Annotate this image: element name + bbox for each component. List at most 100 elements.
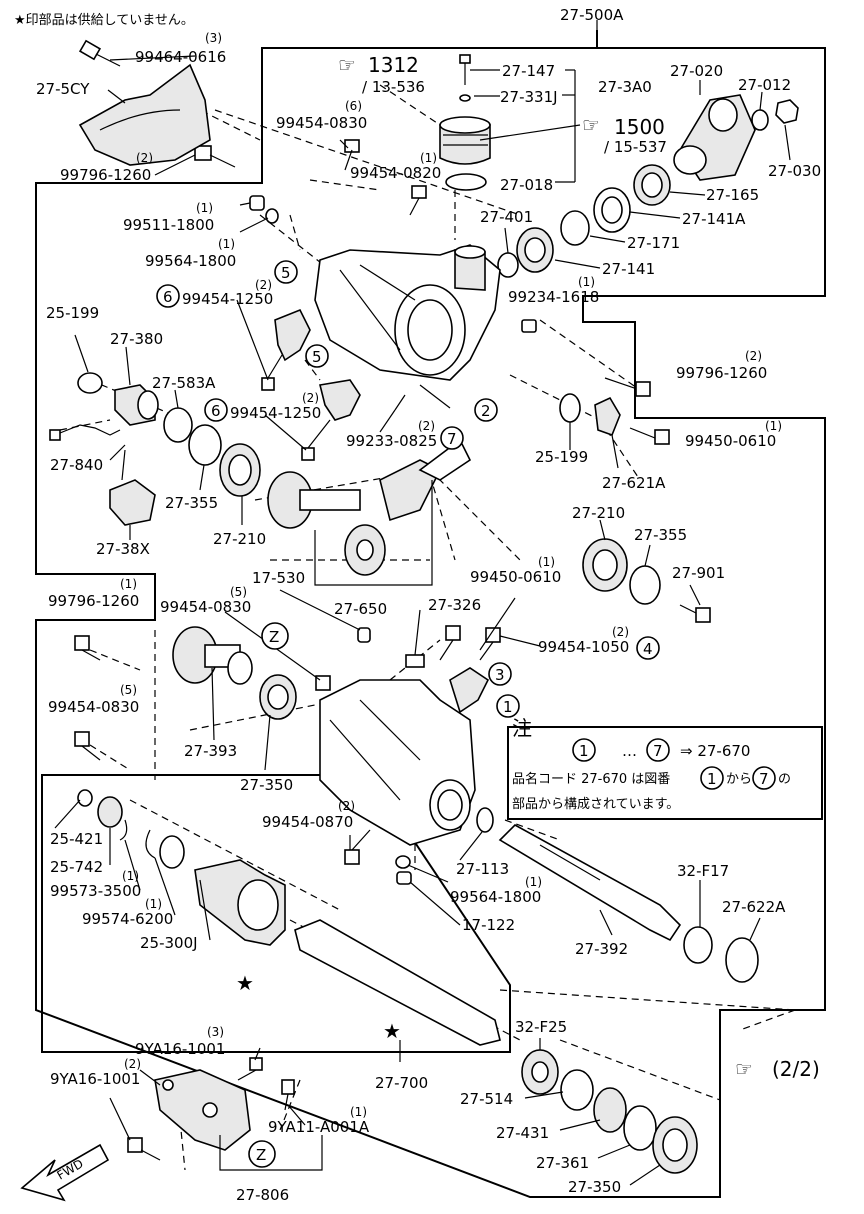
assembly-frame-27-500A <box>35 30 826 1198</box>
label-line2-mid: から <box>726 772 752 787</box>
label-p99796-b: 99796-1260 <box>676 364 767 382</box>
label-c1: 1 <box>503 698 513 716</box>
label-q99454-1250-a: (2) <box>255 278 272 292</box>
label-p99574: 99574-6200 <box>82 910 173 928</box>
circled-callouts: 5 5 6 6 7 2 3 4 1 Z Z 1 7 1 7 <box>156 260 776 1168</box>
star-marker-shaft: ★ <box>383 1019 401 1043</box>
label-p99233: 99233-0825 <box>346 432 437 450</box>
label-p9ya16-a: 9YA16-1001 <box>135 1040 225 1058</box>
label-q99454-1050: (2) <box>612 625 629 639</box>
fwd-arrow <box>20 1143 110 1202</box>
assembly-frame-27-700 <box>41 774 511 1053</box>
label-p25-742: 25-742 <box>50 858 103 876</box>
label-line2-to: 7 <box>759 770 769 788</box>
label-q99574: (1) <box>145 897 162 911</box>
label-line2: 品名コード 27-670 は図番 <box>512 771 670 787</box>
labels: ★印部品は供給していません。 27-500A 27-147 27-331J 27… <box>14 6 821 1204</box>
ref-1312: 1312 <box>368 53 419 77</box>
label-p27-147: 27-147 <box>502 62 555 80</box>
label-q99573: (1) <box>122 869 139 883</box>
label-p27-141a: 27-141A <box>682 210 746 228</box>
gasket-99564-1800-lower <box>395 855 411 869</box>
label-q99464: (3) <box>205 31 222 45</box>
label-p27-326: 27-326 <box>428 596 481 614</box>
plug-99511-1800 <box>249 195 265 211</box>
ring-27-361 <box>623 1105 657 1151</box>
switch-27-38X <box>109 449 156 526</box>
bolt-99454-1250-b <box>301 419 331 461</box>
transmission-case <box>314 244 501 381</box>
label-p27-113: 27-113 <box>456 860 509 878</box>
bracket-5-lower <box>319 379 361 421</box>
label-line1-sep: … <box>622 742 637 760</box>
label-p17-122: 17-122 <box>462 916 515 934</box>
harness-27-840 <box>49 424 121 441</box>
housing-27-020 <box>673 94 756 181</box>
label-p17-530: 17-530 <box>252 569 305 587</box>
label-p27-380: 27-380 <box>110 330 163 348</box>
clip-25-421 <box>77 789 93 807</box>
bearing-32-F17 <box>683 926 713 964</box>
label-q99454-0820: (1) <box>420 151 437 165</box>
bracket-27-806-brace <box>219 1135 323 1171</box>
bolt-27-147 <box>459 54 471 102</box>
label-q99564-a: (1) <box>218 237 235 251</box>
seal-27-350-lower <box>652 1116 698 1174</box>
label-p25-199-b: 25-199 <box>535 448 588 466</box>
plate-27-326 <box>405 654 425 668</box>
bearing-27-210-right <box>582 538 628 592</box>
label-p27-5cy: 27-5CY <box>36 80 90 98</box>
sleeve-27-431 <box>593 1087 627 1133</box>
label-c5b: 5 <box>312 348 322 366</box>
pin-99233-0825 <box>394 394 406 411</box>
label-q99234: (1) <box>578 275 595 289</box>
bolt-99450-0610-upper <box>629 427 670 445</box>
label-p99796-a: 99796-1260 <box>60 166 151 184</box>
label-q99796-c: (1) <box>120 577 137 591</box>
label-p27-171: 27-171 <box>627 234 680 252</box>
label-p99454-1050: 99454-1050 <box>538 638 629 656</box>
label-p27-012: 27-012 <box>738 76 791 94</box>
sensor-27-380 <box>114 384 159 426</box>
label-p99450-a: 99450-0610 <box>685 432 776 450</box>
label-line1-range-start: 1 <box>579 742 589 760</box>
label-p27-210-b: 27-210 <box>572 504 625 522</box>
label-p27-901: 27-901 <box>672 564 725 582</box>
label-p99454-0830-b: 99454-0830 <box>160 598 251 616</box>
label-p27-165: 27-165 <box>706 186 759 204</box>
label-q99564-b: (1) <box>525 875 542 889</box>
label-line1-range-end: 7 <box>653 742 663 760</box>
label-p27-583a: 27-583A <box>152 374 216 392</box>
label-q99233: (2) <box>418 419 435 433</box>
label-p99454-0870: 99454-0870 <box>262 813 353 831</box>
seal-27-355-left <box>188 424 222 466</box>
bolt-99454-1050 <box>479 627 501 661</box>
label-p27-020: 27-020 <box>670 62 723 80</box>
label-c5a: 5 <box>281 264 291 282</box>
snapring-99574-6200 <box>145 829 156 859</box>
label-line2-end: の <box>778 772 791 787</box>
label-line2-from: 1 <box>707 770 717 788</box>
gear-27-393 <box>172 626 253 685</box>
bolt-99796-1260-upper <box>194 145 236 168</box>
label-p27-431: 27-431 <box>496 1124 549 1142</box>
bolt-99454-0830-upper <box>344 139 360 171</box>
label-c4: 4 <box>643 640 653 658</box>
label-q99454-0830-c: (5) <box>120 683 137 697</box>
label-p27-361: 27-361 <box>536 1154 589 1172</box>
label-27-500A: 27-500A <box>560 6 624 24</box>
label-p27-38x: 27-38X <box>96 540 150 558</box>
shaft-27-700 <box>294 919 501 1046</box>
label-p32-f17: 32-F17 <box>677 862 729 880</box>
seal-25-742 <box>97 796 123 828</box>
bolt-99454-0830-lower <box>74 731 101 761</box>
bolt-99454-0870 <box>344 829 371 865</box>
label-p27-806: 27-806 <box>236 1186 289 1204</box>
label-p25-300j: 25-300J <box>140 934 198 952</box>
label-p27-700: 27-700 <box>375 1074 428 1092</box>
label-q99454-1250-b: (2) <box>302 391 319 405</box>
label-p99464: 99464-0616 <box>135 48 226 66</box>
gearset-27-650 <box>267 438 472 576</box>
label-p99511: 99511-1800 <box>123 216 214 234</box>
